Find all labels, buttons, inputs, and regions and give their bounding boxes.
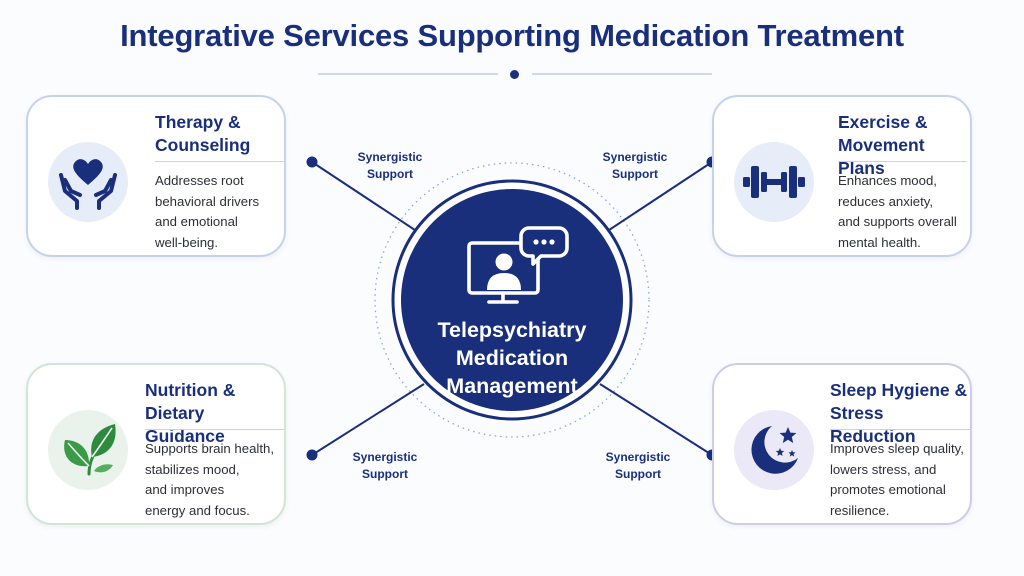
title-rule-right [532, 73, 712, 75]
moon-stars-icon [751, 426, 798, 474]
connector-dot-bottom-left [306, 449, 318, 461]
outer-dotted-ring [374, 162, 650, 438]
icon-circle-exercise [734, 142, 814, 222]
connector-bottom-left [311, 383, 425, 456]
card-nutrition-dietary: Nutrition & Dietary Guidance Supports br… [26, 363, 286, 525]
synergy-label-top-left: Synergistic Support [357, 150, 423, 181]
connector-top-left [311, 161, 425, 237]
hands-heart-icon [59, 159, 117, 210]
synergy-label-bottom-left: Synergistic Support [352, 450, 418, 481]
card-divider [145, 429, 284, 430]
page-title: Integrative Services Supporting Medicati… [120, 18, 904, 53]
card-description-exercise: Enhances mood, reduces anxiety, and supp… [838, 173, 957, 250]
card-divider [838, 161, 967, 162]
connector-dot-top-left [306, 156, 318, 168]
card-divider [155, 161, 284, 162]
card-exercise-movement: Exercise & Movement Plans Enhances mood,… [712, 95, 972, 257]
synergy-label-bottom-right: Synergistic Support [605, 450, 671, 481]
dumbbell-icon [743, 166, 805, 198]
title-rule-left [318, 73, 498, 75]
connector-top-right [599, 161, 713, 237]
icon-circle-nutrition [48, 410, 128, 490]
connector-bottom-right [599, 383, 713, 456]
card-title-sleep: Sleep Hygiene & Stress Reduction [830, 380, 968, 446]
card-description-nutrition: Supports brain health, stabilizes mood, … [145, 441, 275, 518]
icon-circle-sleep [734, 410, 814, 490]
monitor-person-figure [487, 239, 555, 290]
card-therapy-counseling: Therapy & Counseling Addresses root beha… [26, 95, 286, 257]
card-description-sleep: Improves sleep quality, lowers stress, a… [830, 441, 964, 518]
card-title-nutrition: Nutrition & Dietary Guidance [145, 380, 236, 446]
title-dot [510, 70, 519, 79]
synergy-label-top-right: Synergistic Support [602, 150, 668, 181]
icon-circle-therapy [48, 142, 128, 222]
card-title-exercise: Exercise & Movement Plans [838, 112, 928, 178]
card-sleep-stress: Sleep Hygiene & Stress Reduction Improve… [712, 363, 972, 525]
leaf-icon [64, 424, 116, 476]
monitor-person-chat-icon [467, 226, 569, 304]
card-title-therapy: Therapy & Counseling [155, 112, 251, 155]
card-divider [830, 429, 970, 430]
center-hub-label: Telepsychiatry Medication Management [437, 318, 587, 398]
card-description-therapy: Addresses root behavioral drivers and em… [155, 173, 260, 250]
